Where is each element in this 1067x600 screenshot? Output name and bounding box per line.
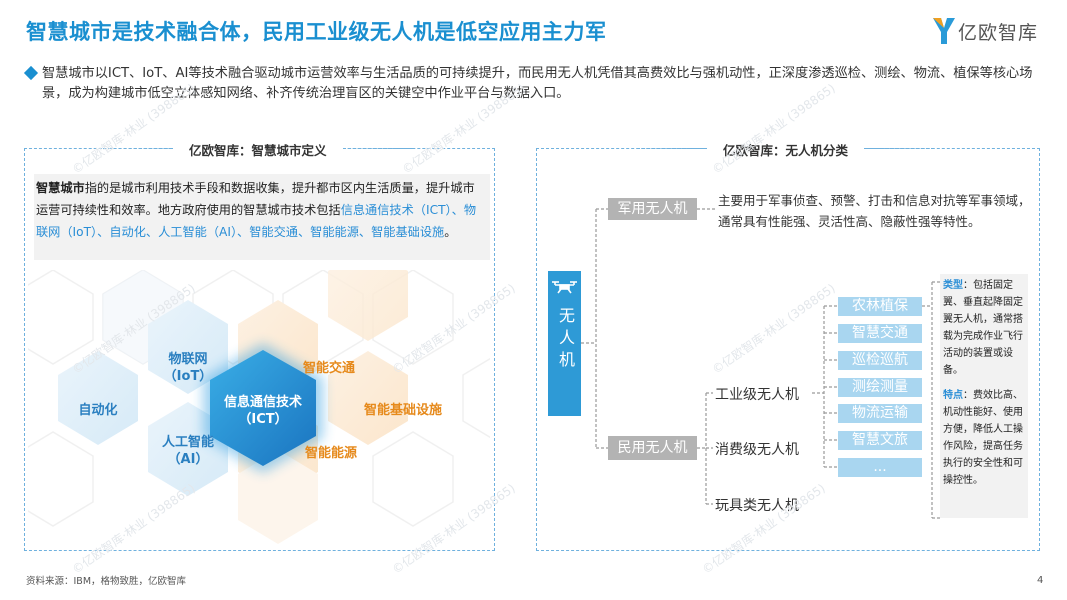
definition-highlight: 信息通信技术（ICT）、物联网（IoT）、自动化、人工智能（AI）、智能交通、智… [36,203,477,239]
definition-term: 智慧城市 [36,181,85,195]
ai-label: 人工智能 [161,435,214,450]
ict-node: 信息通信技术 （ICT） [213,394,313,428]
app-surveying: 测绘测量 [838,378,922,397]
automation-node: 自动化 [58,402,138,419]
app-logistics: 物流运输 [838,404,922,423]
military-drone-desc: 主要用于军事侦查、预警、打击和信息对抗等军事领域，通常具有性能强、灵活性高、隐蔽… [718,193,1031,229]
smart-energy-node: 智能能源 [286,445,376,462]
logo-icon [933,18,955,44]
consumer-drone-node: 消费级无人机 [715,442,799,458]
smart-infrastructure-label: 智能基础设施 [363,403,442,418]
app-smart-traffic: 智慧交通 [838,324,922,343]
notes-feature-key: 特点 [943,390,963,401]
app-tourism: 智慧文旅 [838,431,922,450]
industrial-drone-node: 工业级无人机 [715,387,799,403]
app-agriculture: 农林植保 [838,297,922,316]
iot-abbr: （IoT） [163,369,213,384]
industrial-drone-notes: 类型：包括固定翼、垂直起降固定翼无人机，通常搭载为完成作业飞行活动的装置或设备。… [940,274,1028,518]
app-patrol: 巡检巡航 [838,351,922,370]
page-title: 智慧城市是技术融合体，民用工业级无人机是低空应用主力军 [26,20,607,44]
drone-root-node: 无人机 [548,271,581,416]
technology-hexagon-diagram: 信息通信技术 （ICT） 物联网 （IoT） 自动化 人工智能 （AI） 智能交… [28,270,490,550]
civil-drone-node: 民用无人机 [608,436,697,460]
automation-label: 自动化 [78,403,118,418]
logo: 亿欧智库 [930,14,1050,48]
iot-node: 物联网 （IoT） [148,351,228,385]
drone-classification-panel: 亿欧智库：无人机分类 [536,140,1040,551]
military-drone-node: 军用无人机 [608,198,697,220]
ai-abbr: （AI） [167,452,209,467]
drone-icon [552,281,577,294]
toy-drone-node: 玩具类无人机 [715,498,799,514]
hexagon-background [28,270,490,544]
source-note: 资料来源：IBM，格物致胜，亿欧智库 [26,576,187,587]
logo-text: 亿欧智库 [958,22,1039,44]
smart-traffic-node: 智能交通 [284,360,374,377]
page-number: 4 [1037,575,1044,586]
ai-node: 人工智能 （AI） [148,434,228,468]
definition-text: 指的是城市利用技术手段和数据收集，提升都市区内生活质量，提升城市运营可持续性和效… [36,181,475,217]
intro-bullet: 智慧城市以ICT、IoT、AI等技术融合驱动城市运营效率与生活品质的可持续提升，… [23,64,1046,104]
drone-root-label: 无人机 [556,307,575,373]
smart-infrastructure-node: 智能基础设施 [348,402,458,419]
smart-city-definition: 智慧城市指的是城市利用技术手段和数据收集，提升都市区内生活质量，提升城市运营可持… [34,174,490,260]
intro-text: 智慧城市以ICT、IoT、AI等技术融合驱动城市运营效率与生活品质的可持续提升，… [42,66,1033,101]
app-more: ... [838,458,922,477]
drone-panel-title: 亿欧智库：无人机分类 [636,140,935,159]
notes-feature-text: ：费效比高、机动性能好、使用方便，降低人工操作风险，提高任务执行的安全性和可操控… [943,390,1023,486]
iot-label: 物联网 [168,352,208,367]
smart-city-panel: 亿欧智库：智慧城市定义 [24,140,495,551]
notes-type-text: ：包括固定翼、垂直起降固定翼无人机，通常搭载为完成作业飞行活动的装置或设备。 [943,280,1023,376]
smart-energy-label: 智能能源 [304,446,357,461]
ict-abbr: （ICT） [238,412,288,427]
definition-end: 。 [444,225,457,239]
notes-type-key: 类型 [943,280,963,291]
ict-label: 信息通信技术 [223,395,302,410]
smart-traffic-label: 智能交通 [302,361,355,376]
smart-city-panel-title: 亿欧智库：智慧城市定义 [103,140,412,159]
